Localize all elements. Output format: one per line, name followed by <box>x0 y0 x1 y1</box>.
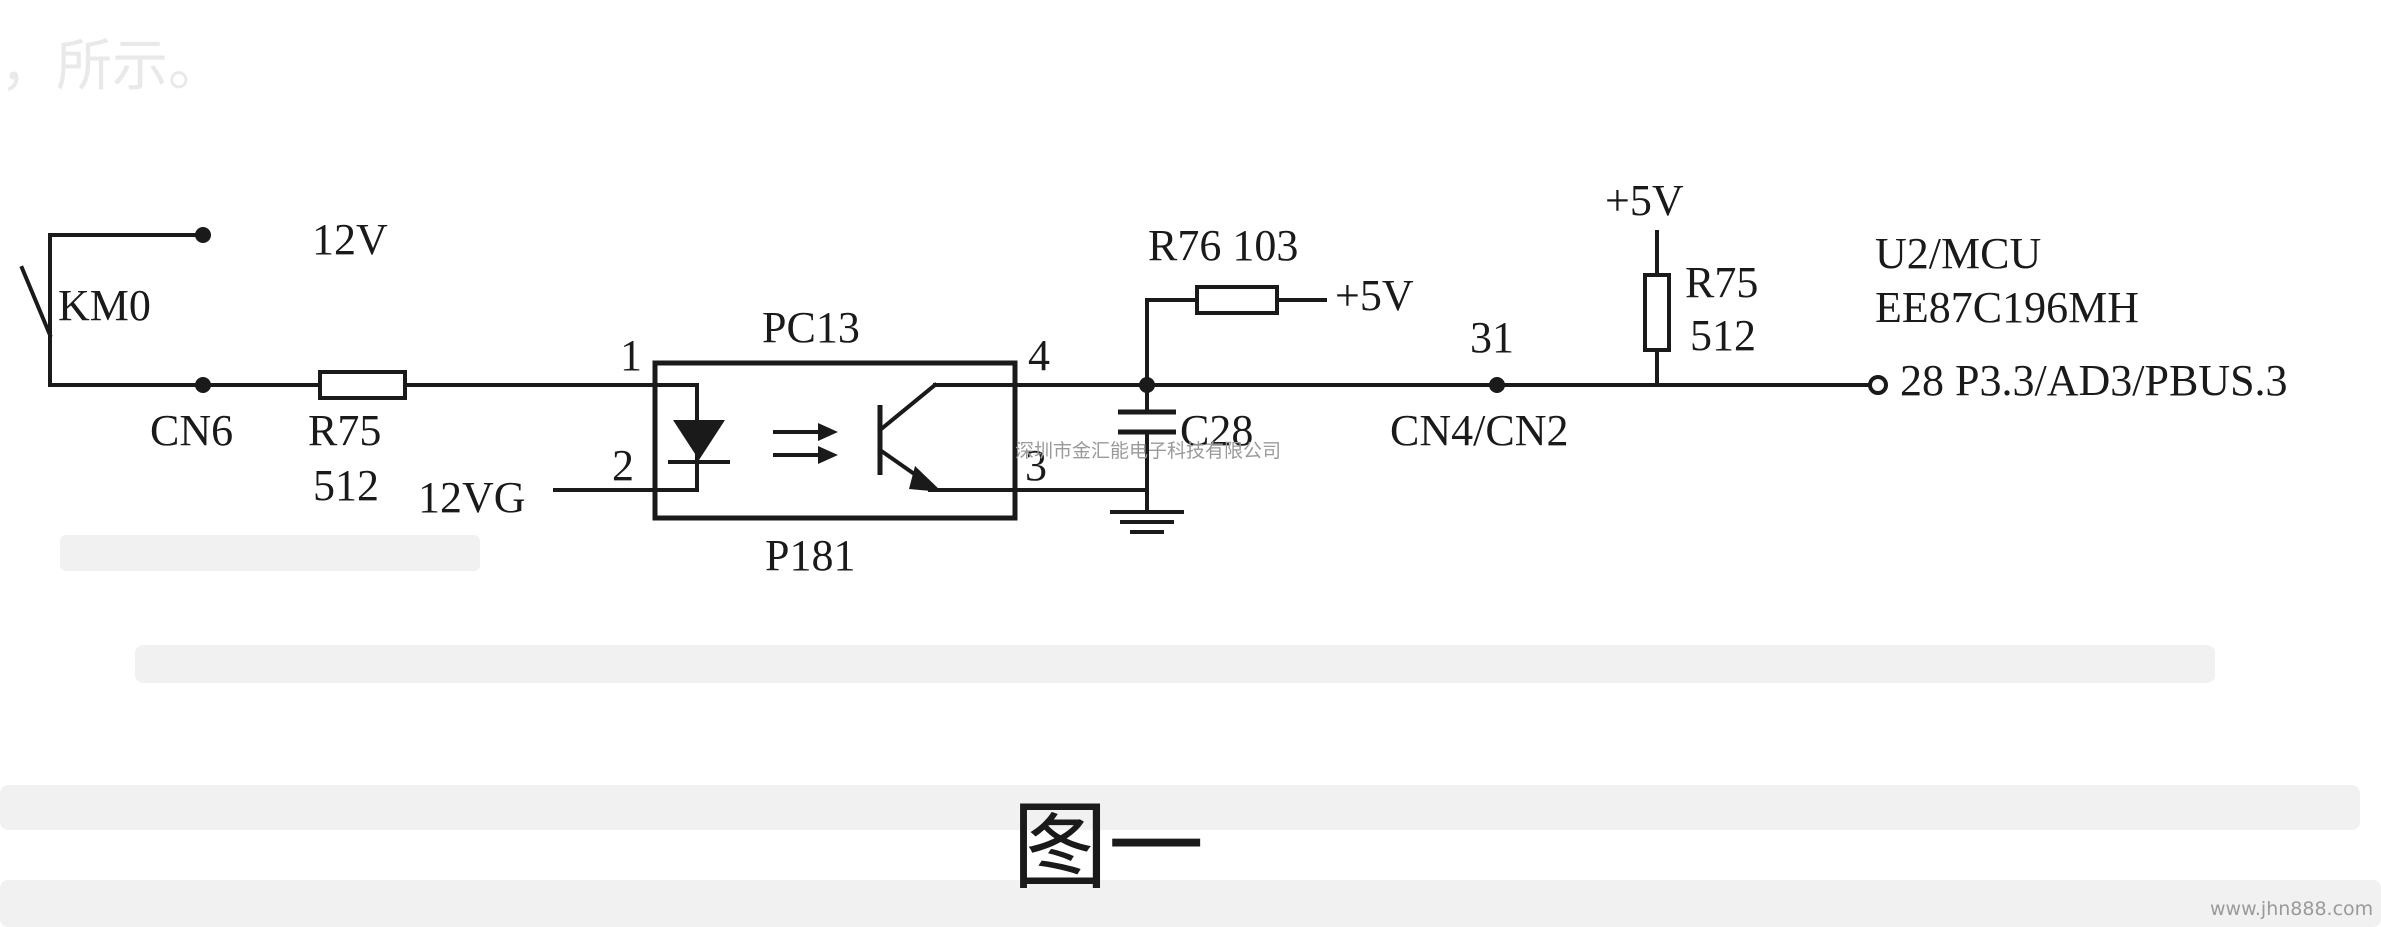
watermark-company: 深圳市金汇能电子科技有限公司 <box>1015 440 1281 462</box>
label-pin4: 4 <box>1028 331 1050 380</box>
label-12v: 12V <box>312 215 388 264</box>
label-pin1: 1 <box>620 331 642 380</box>
ground-symbol <box>1110 510 1184 534</box>
label-cn6: CN6 <box>150 406 233 455</box>
optocoupler-light-arrows <box>773 423 838 464</box>
label-pin31: 31 <box>1470 313 1514 362</box>
label-pin2: 2 <box>612 441 634 490</box>
optocoupler-phototransistor <box>877 382 1017 492</box>
label-km0: KM0 <box>58 281 151 330</box>
label-r75-left-name: R75 <box>308 406 381 455</box>
label-5v-mid: +5V <box>1335 271 1414 320</box>
label-pin28: 28 P3.3/AD3/PBUS.3 <box>1900 356 2288 405</box>
resistor-r75-left <box>318 370 407 400</box>
background-fragment-text: ，所示。 <box>0 34 224 99</box>
label-c28: C28 <box>1180 406 1253 455</box>
connector-cn4-cn2-node <box>1489 377 1505 393</box>
switch-km0 <box>19 233 205 387</box>
optocoupler-led <box>653 383 730 492</box>
resistor-r75-right <box>1643 273 1671 352</box>
label-ee87c196mh: EE87C196MH <box>1875 283 2139 332</box>
terminal-12v-node <box>195 227 211 243</box>
label-r75-right-value: 512 <box>1690 311 1756 360</box>
label-12vg: 12VG <box>418 473 526 522</box>
optocoupler-pc13-body <box>652 360 1018 521</box>
label-p181: P181 <box>765 531 855 580</box>
label-pc13: PC13 <box>762 303 860 352</box>
label-cn4-cn2: CN4/CN2 <box>1390 406 1568 455</box>
watermark-site: www.jhn888.com <box>2210 898 2373 920</box>
label-5v-right: +5V <box>1605 176 1684 225</box>
figure-caption: 图一 <box>1012 791 1204 903</box>
label-pin3: 3 <box>1025 441 1047 490</box>
label-r76: R76 103 <box>1148 221 1298 270</box>
label-r75-left-value: 512 <box>313 461 379 510</box>
resistor-r76 <box>1195 285 1279 315</box>
label-u2-mcu: U2/MCU <box>1875 229 2041 278</box>
label-r75-right-name: R75 <box>1685 258 1758 307</box>
mcu-pin-terminal <box>1868 375 1888 395</box>
background-bleed <box>0 535 2381 927</box>
capacitor-c28 <box>1118 383 1176 514</box>
